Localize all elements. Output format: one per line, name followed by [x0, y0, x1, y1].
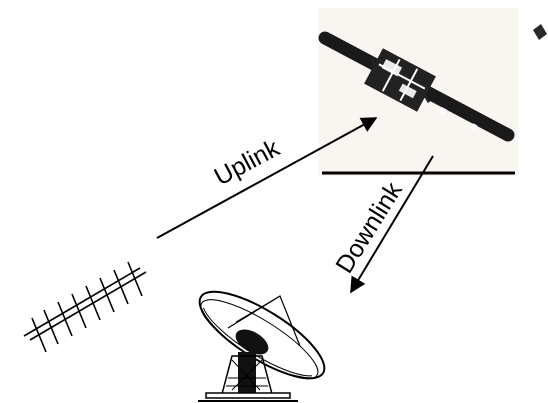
satellite-icon [318, 8, 547, 176]
satellite-dish-icon [188, 276, 336, 401]
yagi-antenna-icon [24, 262, 146, 352]
uplink-label: Uplink [210, 134, 285, 192]
